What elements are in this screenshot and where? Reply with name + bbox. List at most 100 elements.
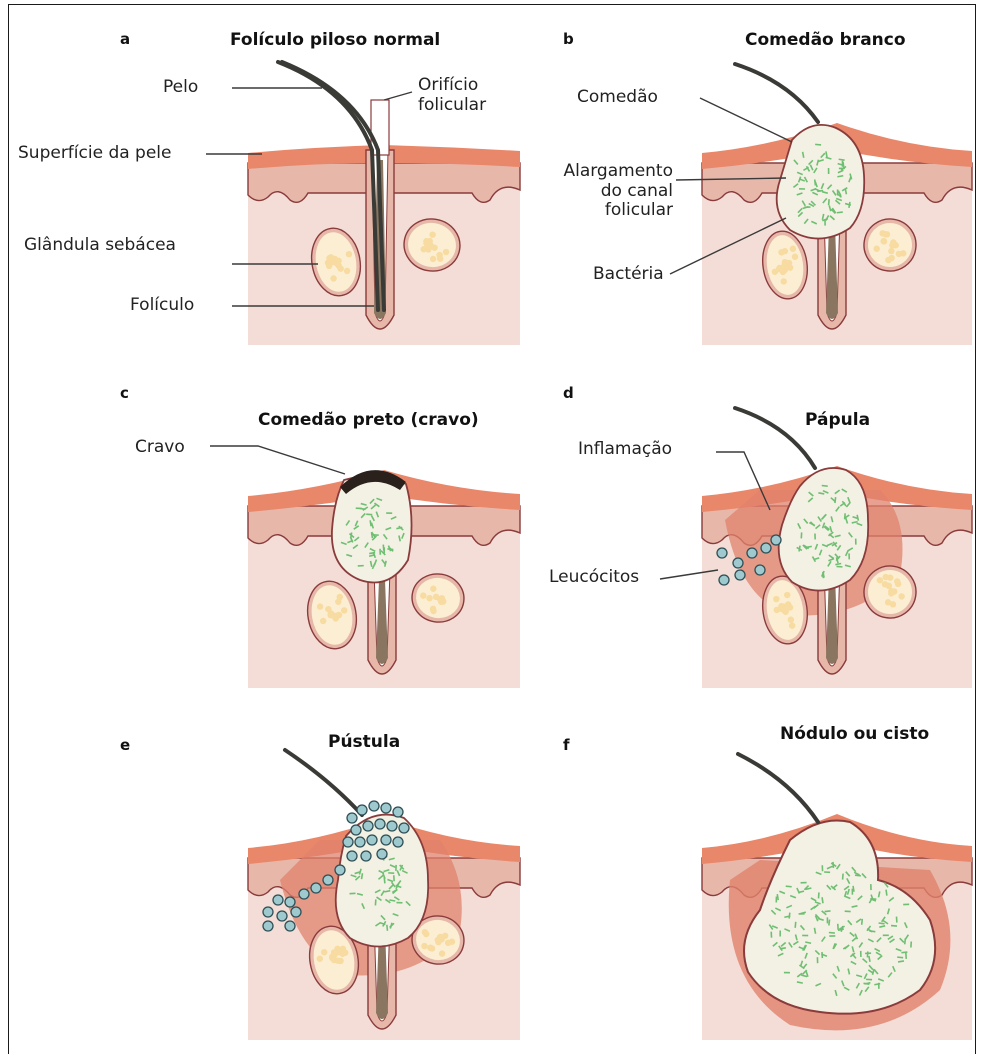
bacterium	[862, 919, 863, 925]
gland-droplet	[317, 956, 323, 962]
gland-droplet	[325, 606, 331, 612]
gland-droplet	[888, 255, 894, 261]
leukocyte	[399, 823, 409, 833]
comedo-body	[336, 815, 428, 947]
leader-orifice	[384, 92, 412, 100]
bacterium	[874, 984, 880, 985]
panel-c-letter: c	[120, 384, 129, 402]
leukocyte	[343, 837, 353, 847]
bacterium	[360, 508, 366, 509]
bacterium	[362, 873, 363, 879]
gland-droplet	[880, 238, 886, 244]
bacterium	[818, 493, 824, 494]
panel-a-letter: a	[120, 30, 130, 48]
label-skin-surface: Superfície da pele	[18, 144, 172, 164]
leukocyte	[361, 851, 371, 861]
bacterium	[786, 886, 792, 887]
gland-droplet	[785, 601, 791, 607]
panel-f-letter: f	[563, 736, 570, 754]
gland-droplet	[423, 931, 429, 937]
leukocyte	[381, 803, 391, 813]
gland-droplet	[329, 954, 335, 960]
leader-comedo	[700, 98, 792, 142]
gland-droplet	[898, 593, 904, 599]
leukocyte	[761, 543, 771, 553]
gland-droplet	[436, 252, 442, 258]
bacterium	[387, 549, 393, 550]
bacterium	[806, 546, 812, 547]
hair-e	[285, 750, 362, 815]
bacterium	[855, 875, 861, 876]
label-blackhead: Cravo	[135, 438, 185, 458]
gland-droplet	[427, 242, 433, 248]
gland-droplet	[894, 578, 900, 584]
leukocyte	[755, 565, 765, 575]
label-leukocytes: Leucócitos	[549, 568, 639, 588]
bacterium	[839, 159, 845, 160]
gland-droplet	[337, 265, 343, 271]
leukocyte	[393, 837, 403, 847]
leukocyte	[347, 813, 357, 823]
bacterium	[822, 897, 823, 903]
gland-droplet	[440, 598, 446, 604]
leukocyte	[377, 849, 387, 859]
gland-droplet	[789, 622, 795, 628]
bacterium	[815, 179, 816, 185]
leukocyte	[771, 535, 781, 545]
label-hair: Pelo	[163, 78, 198, 98]
panel-e-title: Pústula	[328, 732, 400, 752]
gland-droplet	[883, 574, 889, 580]
gland-droplet	[773, 596, 779, 602]
bacterium	[814, 928, 815, 934]
gland-droplet	[890, 601, 896, 607]
gland-droplet	[443, 249, 449, 255]
leukocyte	[367, 835, 377, 845]
gland-droplet	[792, 254, 798, 260]
panel-b-letter: b	[563, 30, 574, 48]
bacterium	[825, 911, 831, 912]
gland-droplet	[782, 262, 788, 268]
bacterium	[901, 952, 907, 953]
panel-f-illustration	[702, 754, 972, 1040]
gland-droplet	[879, 230, 885, 236]
bacterium	[849, 202, 850, 208]
bacterium	[795, 922, 796, 928]
gland-droplet	[420, 592, 426, 598]
gland-droplet	[430, 256, 436, 262]
panel-f-title: Nódulo ou cisto	[780, 724, 929, 744]
bacterium	[387, 925, 388, 931]
gland-droplet	[335, 599, 341, 605]
bacterium	[369, 553, 375, 554]
panel-d-illustration	[660, 408, 972, 688]
gland-droplet	[427, 944, 433, 950]
gland-droplet	[421, 943, 427, 949]
bacterium	[389, 900, 395, 901]
leukocyte	[263, 921, 273, 931]
leukocyte	[323, 875, 333, 885]
bacterium	[905, 938, 906, 944]
gland-droplet	[317, 603, 323, 609]
leukocyte	[335, 865, 345, 875]
label-canal-widening: Alargamento do canal folicular	[545, 162, 673, 221]
label-bacteria: Bactéria	[593, 265, 664, 285]
gland-droplet	[437, 934, 443, 940]
bacterium	[822, 486, 828, 487]
leukocyte	[717, 548, 727, 558]
bacterium	[835, 497, 836, 503]
gland-droplet	[790, 246, 796, 252]
gland-droplet	[346, 251, 352, 257]
leukocyte	[375, 819, 385, 829]
hair-f	[738, 754, 818, 822]
gland-droplet	[782, 248, 788, 254]
bacterium	[879, 923, 885, 924]
bacterium	[843, 874, 844, 880]
gland-droplet	[326, 255, 332, 261]
leukocyte	[719, 575, 729, 585]
leukocyte	[347, 851, 357, 861]
leukocyte	[387, 821, 397, 831]
gland-droplet	[445, 940, 451, 946]
gland-droplet	[784, 592, 790, 598]
panel-d-letter: d	[563, 384, 574, 402]
bacterium	[777, 894, 778, 900]
bacterium	[789, 913, 790, 919]
